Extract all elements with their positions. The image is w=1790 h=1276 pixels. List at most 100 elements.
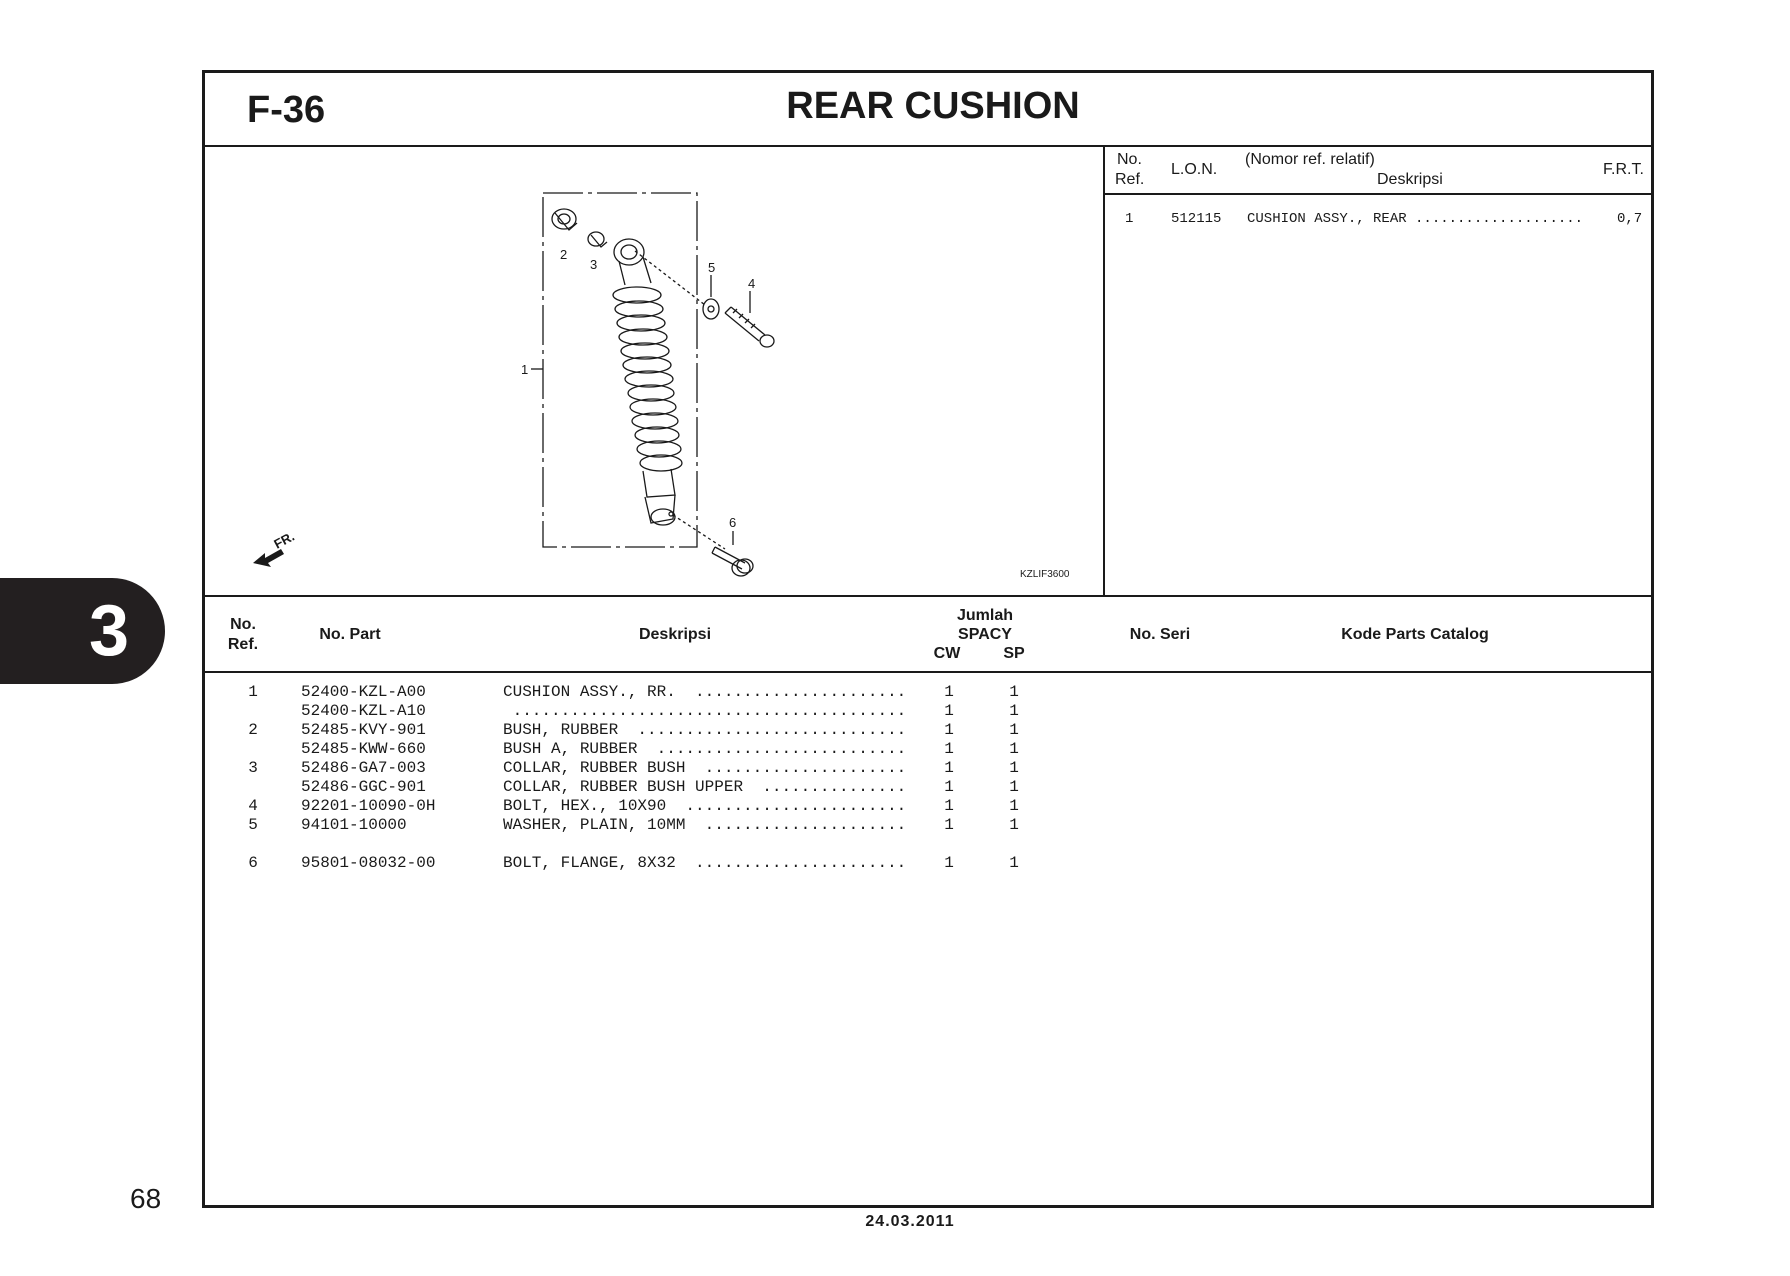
row-description: BUSH A, RUBBER .........................… — [503, 740, 907, 758]
section-tab-number: 3 — [88, 591, 130, 671]
assembly-frame — [542, 192, 698, 548]
frt-col-desc: Deskripsi — [1377, 171, 1443, 188]
row-part-number: 94101-10000 — [301, 816, 407, 834]
row-description: ........................................… — [503, 702, 907, 720]
row-qty-sp: 1 — [1009, 702, 1019, 720]
callout-4: 4 — [748, 276, 755, 291]
direction-label: FR. — [271, 529, 297, 552]
footer-date: 24.03.2011 — [865, 1213, 955, 1230]
row-ref: 2 — [248, 721, 258, 739]
washer-part — [702, 298, 720, 320]
flange-bolt-part — [711, 546, 754, 577]
row-qty-sp: 1 — [1009, 797, 1019, 815]
table-row: 5 94101-10000 WASHER, PLAIN, 10MM ......… — [205, 816, 1651, 835]
callout-3: 3 — [590, 257, 597, 272]
row-part-number: 52400-KZL-A00 — [301, 683, 426, 701]
row-qty-cw: 1 — [944, 797, 954, 815]
row-description: WASHER, PLAIN, 10MM ....................… — [503, 816, 907, 834]
frt-lon: 512115 — [1171, 211, 1222, 227]
table-row: 2 52485-KVY-901 BUSH, RUBBER ...........… — [205, 721, 1651, 740]
parts-table-header: No. Ref. No. Part Deskripsi Jumlah SPACY… — [205, 597, 1651, 673]
col-part: No. Part — [319, 626, 381, 643]
row-qty-sp: 1 — [1009, 816, 1019, 834]
cushion-upper-eye — [613, 238, 645, 266]
row-qty-sp: 1 — [1009, 759, 1019, 777]
row-qty-cw: 1 — [944, 816, 954, 834]
frt-col-ref: Ref. — [1115, 171, 1145, 188]
frt-table: No. Ref. L.O.N. (Nomor ref. relatif) Des… — [1105, 145, 1651, 597]
col-ref: Ref. — [227, 636, 259, 653]
row-qty-cw: 1 — [944, 854, 954, 872]
callout-1: 1 — [521, 362, 528, 377]
front-direction-arrow: FR. — [253, 529, 297, 567]
exploded-diagram: 1 2 3 4 5 6 FR. KZLIF3600 — [205, 145, 1105, 597]
callout-2: 2 — [560, 247, 567, 262]
row-description: BOLT, HEX., 10X90 ......................… — [503, 797, 907, 815]
row-ref: 1 — [248, 683, 258, 701]
table-row: 52400-KZL-A10 ..........................… — [205, 702, 1651, 721]
row-part-number: 92201-10090-0H — [301, 797, 436, 815]
frt-value: 0,7 — [1617, 211, 1643, 227]
row-part-number: 52486-GA7-003 — [301, 759, 426, 777]
col-jumlah: Jumlah — [956, 607, 1013, 624]
col-seri: No. Seri — [1129, 626, 1191, 643]
col-sp: SP — [1003, 645, 1025, 662]
row-description: CUSHION ASSY., RR. .....................… — [503, 683, 907, 701]
row-part-number: 52485-KVY-901 — [301, 721, 426, 739]
page-title: REAR CUSHION — [786, 85, 1080, 127]
row-description: COLLAR, RUBBER BUSH ....................… — [503, 759, 907, 777]
diagram-code: KZLIF3600 — [1020, 569, 1070, 580]
row-qty-sp: 1 — [1009, 740, 1019, 758]
page-number: 68 — [130, 1183, 162, 1214]
frt-col-note: (Nomor ref. relatif) — [1245, 151, 1375, 168]
row-qty-cw: 1 — [944, 683, 954, 701]
row-qty-cw: 1 — [944, 702, 954, 720]
table-row: 52485-KWW-660 BUSH A, RUBBER ...........… — [205, 740, 1651, 759]
row-description: COLLAR, RUBBER BUSH UPPER ..............… — [503, 778, 907, 796]
row-part-number: 95801-08032-00 — [301, 854, 436, 872]
figure-code: F-36 — [247, 89, 326, 131]
table-row: 6 95801-08032-00 BOLT, FLANGE, 8X32 ....… — [205, 854, 1651, 873]
frt-col-lon: L.O.N. — [1171, 161, 1218, 178]
table-row: 3 52486-GA7-003 COLLAR, RUBBER BUSH ....… — [205, 759, 1651, 778]
collar-part — [587, 231, 605, 247]
table-row: 52486-GGC-901 COLLAR, RUBBER BUSH UPPER … — [205, 778, 1651, 797]
rear-cushion-drawing: 1 2 3 4 5 6 FR. — [253, 192, 775, 577]
row-qty-sp: 1 — [1009, 778, 1019, 796]
row-qty-sp: 1 — [1009, 854, 1019, 872]
row-description: BUSH, RUBBER ...........................… — [503, 721, 907, 739]
row-ref: 4 — [248, 797, 258, 815]
row-ref: 5 — [248, 816, 258, 834]
row-qty-sp: 1 — [1009, 721, 1019, 739]
row-description: BOLT, FLANGE, 8X32 .....................… — [503, 854, 907, 872]
col-cw: CW — [933, 645, 961, 662]
callout-5: 5 — [708, 260, 715, 275]
catalog-page-frame: F-36 REAR CUSHION — [202, 70, 1654, 1208]
parts-table-body: 1 52400-KZL-A00 CUSHION ASSY., RR. .....… — [205, 671, 1651, 1205]
frt-col-no: No. — [1117, 151, 1142, 168]
col-no: No. — [230, 616, 256, 633]
col-catalog: Kode Parts Catalog — [1341, 626, 1489, 643]
row-qty-sp: 1 — [1009, 683, 1019, 701]
section-tab — [0, 578, 165, 684]
row-qty-cw: 1 — [944, 778, 954, 796]
callout-6: 6 — [729, 515, 736, 530]
cushion-spring — [612, 286, 683, 472]
frt-desc: CUSHION ASSY., REAR .................... — [1247, 211, 1584, 227]
row-qty-cw: 1 — [944, 721, 954, 739]
frt-table-header: No. Ref. L.O.N. (Nomor ref. relatif) Des… — [1105, 145, 1651, 195]
row-ref: 3 — [248, 759, 258, 777]
page-header: F-36 REAR CUSHION — [205, 73, 1651, 147]
frt-ref: 1 — [1125, 211, 1134, 227]
bush-rubber-part — [551, 208, 577, 230]
row-ref: 6 — [248, 854, 258, 872]
col-desc: Deskripsi — [638, 626, 712, 643]
table-row: 1 52400-KZL-A00 CUSHION ASSY., RR. .....… — [205, 683, 1651, 702]
row-part-number: 52400-KZL-A10 — [301, 702, 426, 720]
row-part-number: 52485-KWW-660 — [301, 740, 426, 758]
row-qty-cw: 1 — [944, 740, 954, 758]
frt-col-frt: F.R.T. — [1603, 161, 1644, 178]
col-spacy: SPACY — [958, 626, 1012, 643]
row-qty-cw: 1 — [944, 759, 954, 777]
table-row: 4 92201-10090-0H BOLT, HEX., 10X90 .....… — [205, 797, 1651, 816]
